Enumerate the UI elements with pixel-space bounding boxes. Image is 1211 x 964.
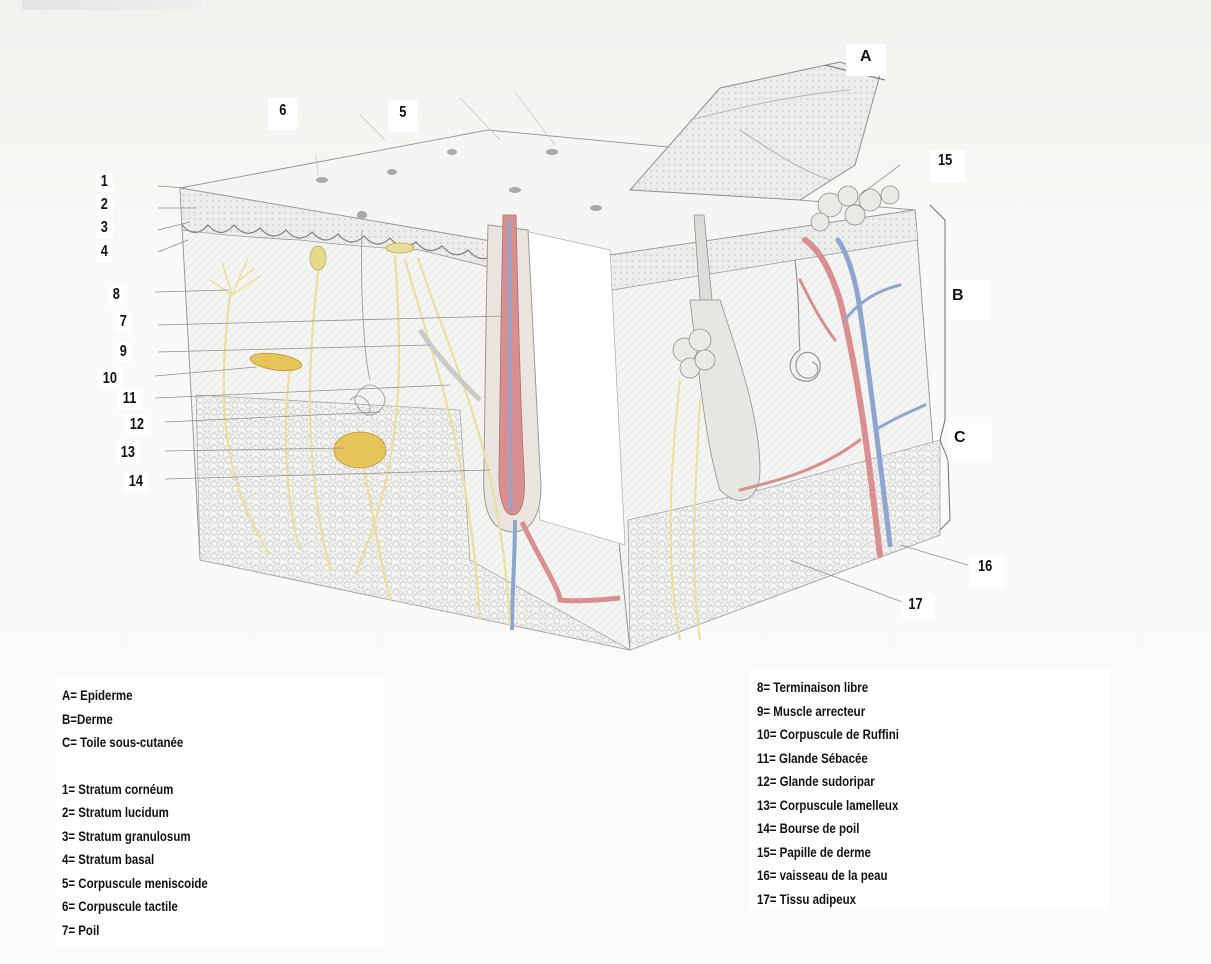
- legend-item-12: 12= Glande sudoripar: [757, 770, 1046, 794]
- label-10: 10: [98, 369, 122, 389]
- label-7: 7: [115, 312, 132, 332]
- tactile-corpuscle: [310, 246, 326, 270]
- label-6: 6: [268, 98, 298, 130]
- layer-letter-a: A: [846, 44, 886, 76]
- layer-letter-b: B: [946, 281, 990, 319]
- label-1: 1: [96, 172, 113, 192]
- legend-item-4: 4= Stratum basal: [62, 848, 327, 872]
- label-4: 4: [96, 242, 113, 262]
- label-16: 16: [970, 556, 1005, 588]
- legend-item-11: 11= Glande Sébacée: [757, 747, 1046, 771]
- epidermis-flap: [630, 62, 880, 200]
- label-14: 14: [124, 472, 148, 492]
- label-15: 15: [930, 150, 965, 182]
- meniscoid-corpuscle: [386, 243, 414, 253]
- legend-item-5: 5= Corpuscule meniscoide: [62, 872, 327, 896]
- legend-item-16: 16= vaisseau de la peau: [757, 864, 1046, 888]
- legend-item-8: 8= Terminaison libre: [757, 676, 1046, 700]
- label-9: 9: [115, 342, 132, 362]
- legend-layer-b: B=Derme: [62, 708, 327, 732]
- legend-left: A= Epiderme B=Derme C= Toile sous-cutané…: [55, 678, 385, 946]
- legend-item-15: 15= Papille de derme: [757, 841, 1046, 865]
- label-12: 12: [125, 415, 149, 435]
- legend-item-2: 2= Stratum lucidum: [62, 801, 327, 825]
- legend-item-7: 7= Poil: [62, 919, 327, 943]
- label-8: 8: [108, 285, 125, 305]
- legend-item-17: 17= Tissu adipeux: [757, 888, 1046, 912]
- label-17: 17: [902, 594, 934, 620]
- legend-layer-c: C= Toile sous-cutanée: [62, 731, 327, 755]
- label-3: 3: [96, 218, 113, 238]
- legend-layer-a: A= Epiderme: [62, 684, 327, 708]
- legend-item-3: 3= Stratum granulosum: [62, 825, 327, 849]
- label-5: 5: [388, 100, 418, 132]
- label-13: 13: [116, 443, 140, 463]
- legend-right: 8= Terminaison libre 9= Muscle arrecteur…: [750, 670, 1110, 910]
- layer-letter-c: C: [948, 423, 992, 461]
- legend-item-10: 10= Corpuscule de Ruffini: [757, 723, 1046, 747]
- lamellar-corpuscle: [334, 432, 386, 468]
- legend-item-9: 9= Muscle arrecteur: [757, 700, 1046, 724]
- label-11: 11: [118, 389, 141, 409]
- legend-item-1: 1= Stratum cornéum: [62, 778, 327, 802]
- legend-item-13: 13= Corpuscule lamelleux: [757, 794, 1046, 818]
- legend-item-6: 6= Corpuscule tactile: [62, 895, 327, 919]
- legend-item-14: 14= Bourse de poil: [757, 817, 1046, 841]
- label-2: 2: [96, 195, 113, 215]
